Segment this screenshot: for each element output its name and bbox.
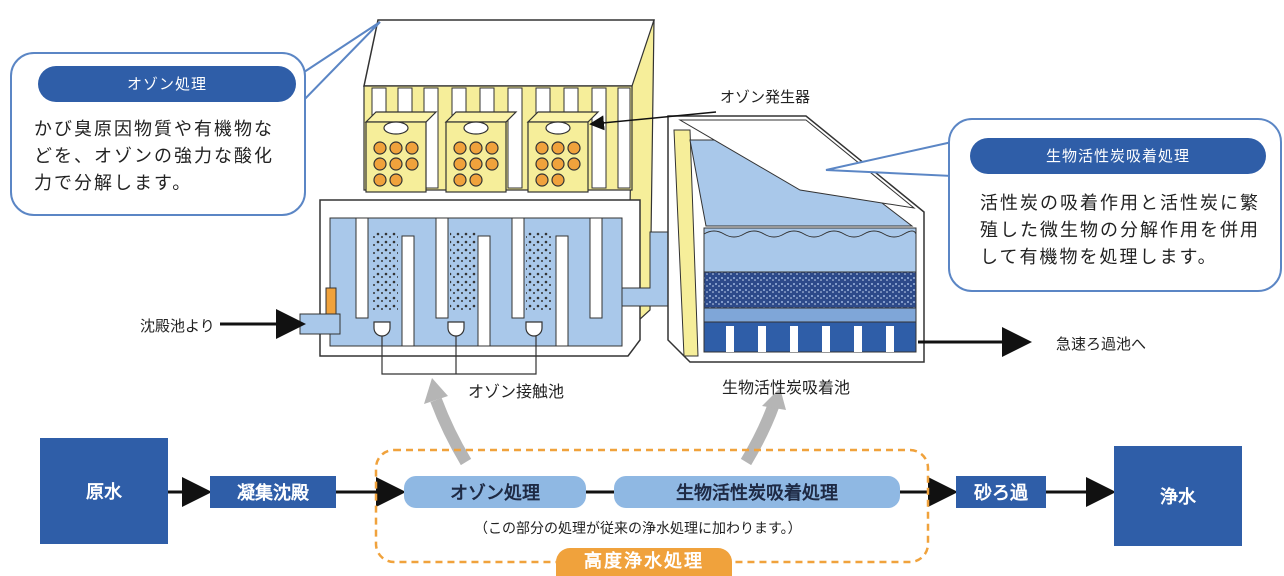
- flow-clean-water: 浄水: [1114, 446, 1242, 546]
- flow-bac: 生物活性炭吸着処理: [614, 476, 900, 508]
- flow-ozone: オゾン処理: [404, 476, 586, 508]
- bac-callout-line: 活性炭の吸着作用と活性炭に繁: [980, 193, 1260, 214]
- ozone-contact-tank-label: オゾン接触池: [468, 382, 565, 401]
- ozone-callout-line: どを、オゾンの強力な酸化: [34, 146, 274, 167]
- flow-raw-water: 原水: [40, 438, 168, 544]
- advanced-treatment-badge: 高度浄水処理: [556, 548, 732, 576]
- bac-callout-text: 活性炭の吸着作用と活性炭に繁 殖した微生物の分解作用を併用 して有機物を処理しま…: [980, 190, 1260, 271]
- generator-pointer: [589, 111, 717, 131]
- ozone-up-arrow: [430, 397, 472, 466]
- bac-tank: [667, 115, 925, 363]
- flow-note: （この部分の処理が従来の浄水処理に加わります。）: [474, 521, 802, 537]
- ozone-generators: [364, 111, 600, 193]
- ozone-generator-label: オゾン発生器: [720, 88, 811, 106]
- bac-callout-line: して有機物を処理します。: [980, 247, 1218, 268]
- inlet-pipe: [299, 313, 341, 335]
- inlet-label: 沈殿池より: [140, 317, 215, 335]
- outlet-label: 急速ろ過池へ: [1056, 335, 1147, 353]
- ozone-callout-line: 力で分解します。: [34, 173, 193, 194]
- ozone-callout-text: かび臭原因物質や有機物な どを、オゾンの強力な酸化 力で分解します。: [34, 116, 274, 197]
- bac-callout-title: 生物活性炭吸着処理: [970, 138, 1266, 174]
- ozone-callout-line: かび臭原因物質や有機物な: [34, 119, 274, 140]
- bac-callout-line: 殖した微生物の分解作用を併用: [980, 220, 1260, 241]
- flow-sand-filtration: 砂ろ過: [956, 476, 1046, 508]
- bac-up-arrow: [740, 401, 780, 466]
- flow-coagulation: 凝集沈殿: [210, 476, 336, 508]
- ozone-callout-title: オゾン処理: [38, 66, 296, 102]
- bac-tank-label: 生物活性炭吸着池: [722, 378, 851, 397]
- ozone-contact-tank: [319, 199, 641, 375]
